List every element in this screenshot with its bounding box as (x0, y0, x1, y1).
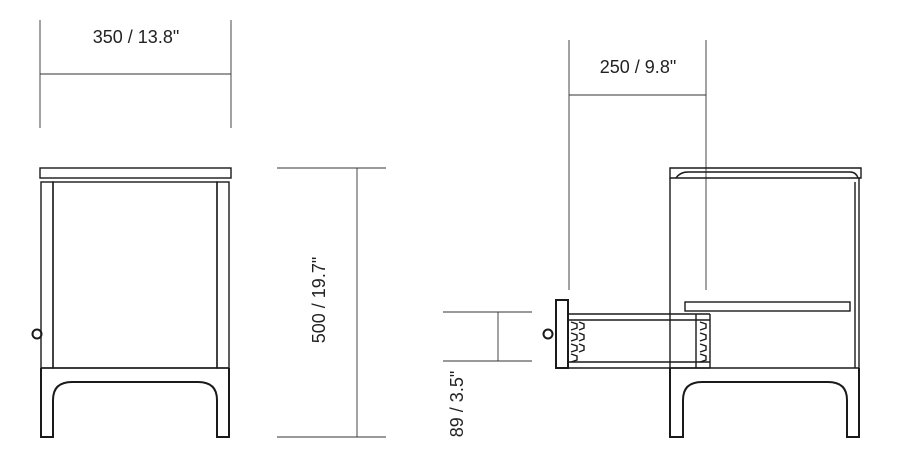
open-drawer (542, 299, 711, 369)
dovetail-marks (699, 321, 707, 363)
dovetail-marks (570, 321, 578, 363)
knob-icon (31, 328, 43, 340)
door-panel (52, 181, 218, 369)
side-cabinet (669, 167, 862, 438)
drawer-front (555, 299, 569, 369)
top-slab (669, 167, 862, 179)
drawer-knob-icon (542, 328, 554, 340)
top-slab (39, 167, 232, 179)
drawer-height-dimension: 89 / 3.5" (443, 311, 532, 437)
leg-frame (669, 368, 860, 438)
height-label: 500 / 19.7" (309, 257, 329, 343)
front-width-dimension: 350 / 13.8" (39, 20, 232, 128)
dovetail-joints-front (570, 321, 585, 363)
dovetail-joints-back (699, 321, 707, 363)
drawer-depth-label: 250 / 9.8" (600, 57, 676, 77)
front-cabinet (31, 167, 232, 438)
dovetail-marks-inner (578, 321, 585, 353)
front-width-label: 350 / 13.8" (93, 27, 179, 47)
leg-frame (40, 368, 230, 438)
height-dimension: 500 / 19.7" (277, 167, 386, 438)
top-slab-bevel (675, 171, 859, 179)
drawer-height-label: 89 / 3.5" (447, 371, 467, 437)
left-post (40, 181, 54, 369)
right-post (216, 181, 230, 369)
front-view: 350 / 13.8" (31, 20, 232, 438)
drawer-depth-dimension: 250 / 9.8" (568, 40, 707, 290)
shelf (684, 301, 851, 312)
side-view: 250 / 9.8" (443, 40, 862, 438)
